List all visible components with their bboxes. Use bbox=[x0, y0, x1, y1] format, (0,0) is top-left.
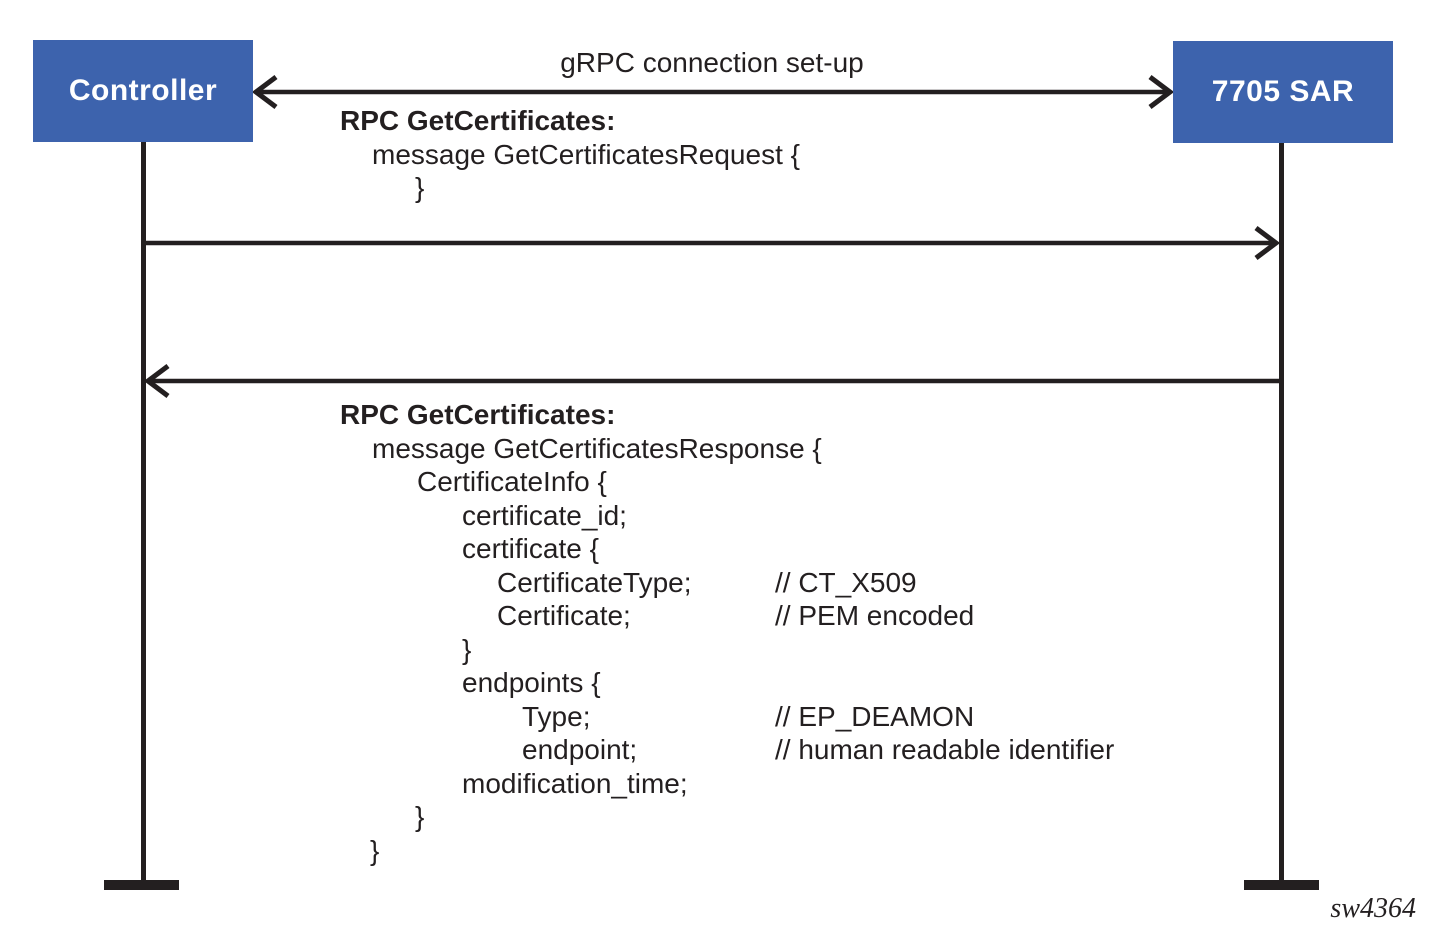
response-code-line: modification_time; bbox=[462, 767, 688, 799]
code-comment: // CT_X509 bbox=[775, 566, 917, 598]
code-comment: // EP_DEAMON bbox=[775, 700, 975, 732]
actor-7705-sar: 7705 SAR bbox=[1173, 41, 1393, 143]
response-code-line: message GetCertificatesResponse { bbox=[372, 432, 822, 464]
code-comment: // human readable identifier bbox=[775, 734, 1115, 765]
request-title: RPC GetCertificates: bbox=[340, 105, 616, 136]
response-title: RPC GetCertificates: bbox=[340, 399, 616, 430]
request-code-line: message GetCertificatesRequest { bbox=[372, 138, 800, 170]
left-lifeline-terminator bbox=[104, 880, 179, 890]
response-code-line: Type; // EP_DEAMON bbox=[522, 700, 975, 732]
response-code-line: } bbox=[462, 633, 472, 665]
right-lifeline-terminator bbox=[1244, 880, 1319, 890]
request-arrowhead bbox=[1254, 226, 1281, 260]
request-code-line: } bbox=[415, 172, 425, 203]
response-arrowhead bbox=[143, 364, 170, 398]
figure-id: sw4364 bbox=[1330, 893, 1416, 924]
response-code-line: CertificateType; // CT_X509 bbox=[497, 566, 917, 598]
response-code-line: } bbox=[415, 801, 425, 832]
response-code-line: CertificateInfo { bbox=[417, 466, 607, 497]
connection-label: gRPC connection set-up bbox=[560, 47, 864, 78]
code-comment: // PEM encoded bbox=[775, 600, 975, 631]
connection-arrowhead-left bbox=[251, 75, 278, 109]
response-code-line: certificate { bbox=[462, 533, 599, 564]
response-code-line: Certificate; // PEM encoded bbox=[497, 600, 975, 631]
response-message-block: RPC GetCertificates: message GetCertific… bbox=[340, 398, 1115, 867]
response-code-line: endpoints { bbox=[462, 667, 601, 698]
actor-7705-sar-label: 7705 SAR bbox=[1211, 75, 1355, 108]
response-code-line: endpoint; // human readable identifier bbox=[522, 734, 1115, 765]
response-code-line: } bbox=[370, 834, 380, 866]
request-message-block: RPC GetCertificates: message GetCertific… bbox=[340, 104, 800, 205]
response-code-line: certificate_id; bbox=[462, 499, 627, 531]
actor-controller-label: Controller bbox=[68, 74, 218, 107]
connection-arrowhead-right bbox=[1148, 75, 1175, 109]
actor-controller: Controller bbox=[33, 40, 253, 142]
